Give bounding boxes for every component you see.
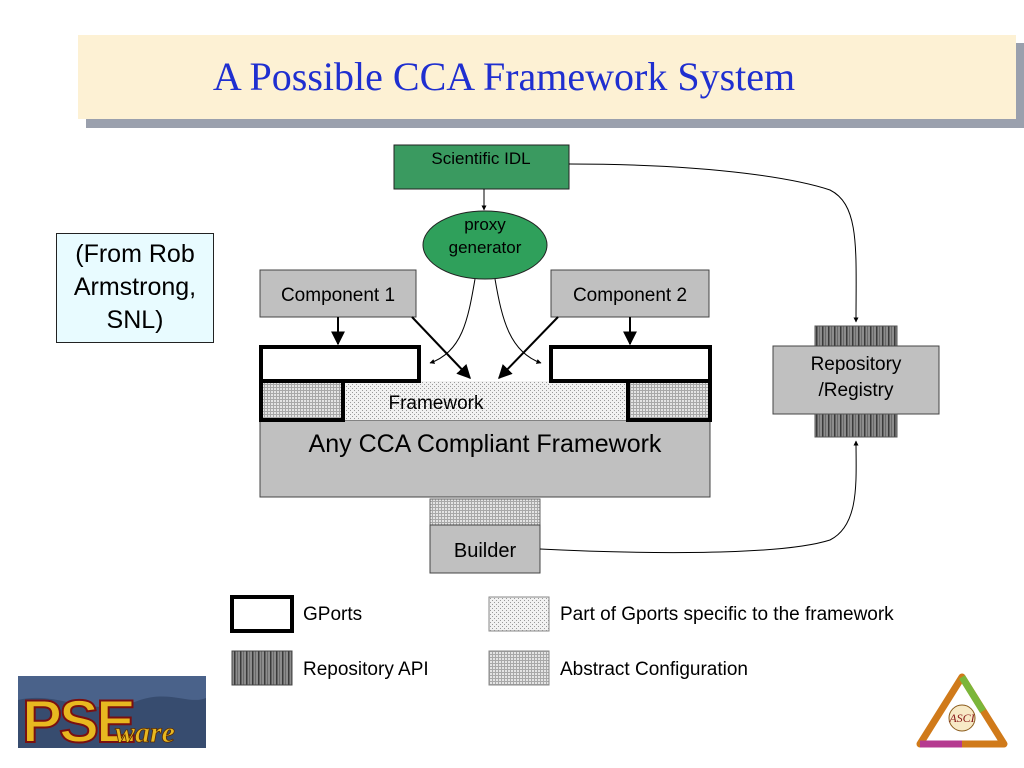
legend-gports-framework-swatch xyxy=(488,596,550,632)
title-band: A Possible CCA Framework System xyxy=(78,35,1024,128)
attribution-note: (From Rob Armstrong, SNL) xyxy=(56,233,214,343)
svg-text:ware: ware xyxy=(115,716,175,749)
builder-label: Builder xyxy=(454,540,517,562)
legend-gports-framework-label: Part of Gports specific to the framework xyxy=(560,604,894,625)
abstract-config-right xyxy=(628,381,710,420)
legend-repo-api-swatch xyxy=(231,650,293,686)
builder-config-block xyxy=(429,498,541,526)
component1-diag-arrow xyxy=(411,316,471,380)
abstract-config-left xyxy=(261,381,343,420)
proxy-curve-left xyxy=(429,278,476,364)
idl-to-repository-curve xyxy=(568,163,859,323)
repo-api-top xyxy=(814,325,898,347)
note-line-2: Armstrong, xyxy=(73,273,197,301)
gport-right-top xyxy=(549,345,712,383)
legend-gports-swatch xyxy=(230,595,294,633)
legend-gports-label: GPorts xyxy=(303,604,362,625)
scientific-idl-box: Scientific IDL xyxy=(393,144,570,190)
note-line-3: SNL) xyxy=(106,306,164,334)
note-line-1: (From Rob xyxy=(75,240,195,268)
legend: GPorts Repository API Part of Gports spe… xyxy=(230,595,894,686)
proxy-label-2: generator xyxy=(449,238,522,257)
legend-abstract-config-label: Abstract Configuration xyxy=(560,659,748,680)
component-1-label: Component 1 xyxy=(281,285,395,306)
builder-box: Builder xyxy=(429,524,541,574)
svg-text:ASCI: ASCI xyxy=(948,711,975,725)
repository-label-1: Repository xyxy=(811,354,902,375)
repository-label-2: /Registry xyxy=(819,380,894,401)
framework-region xyxy=(343,381,628,420)
legend-abstract-config-swatch xyxy=(488,650,550,686)
gport-left-top xyxy=(259,345,421,383)
component2-diag-arrow xyxy=(498,316,559,380)
proxy-label-1: proxy xyxy=(464,215,506,234)
component-2-label: Component 2 xyxy=(573,285,687,306)
legend-repo-api-label: Repository API xyxy=(303,659,429,680)
page-title: A Possible CCA Framework System xyxy=(213,54,795,99)
builder-to-repository-curve xyxy=(539,440,859,554)
repository-box: Repository /Registry xyxy=(772,345,940,415)
svg-text:PSE: PSE xyxy=(22,688,134,755)
pseware-logo: PSE ware xyxy=(18,676,206,756)
framework-label: Framework xyxy=(388,393,484,414)
component-2-box: Component 2 xyxy=(550,269,710,318)
proxy-curve-right xyxy=(494,278,542,364)
cca-framework-box: Any CCA Compliant Framework xyxy=(259,419,711,498)
proxy-generator-ellipse: proxy generator xyxy=(422,210,548,280)
repo-api-bottom xyxy=(814,413,898,438)
asci-logo: ASCI xyxy=(916,673,1008,748)
cca-framework-label: Any CCA Compliant Framework xyxy=(309,430,662,458)
scientific-idl-label: Scientific IDL xyxy=(431,149,530,168)
component-1-box: Component 1 xyxy=(259,269,417,318)
